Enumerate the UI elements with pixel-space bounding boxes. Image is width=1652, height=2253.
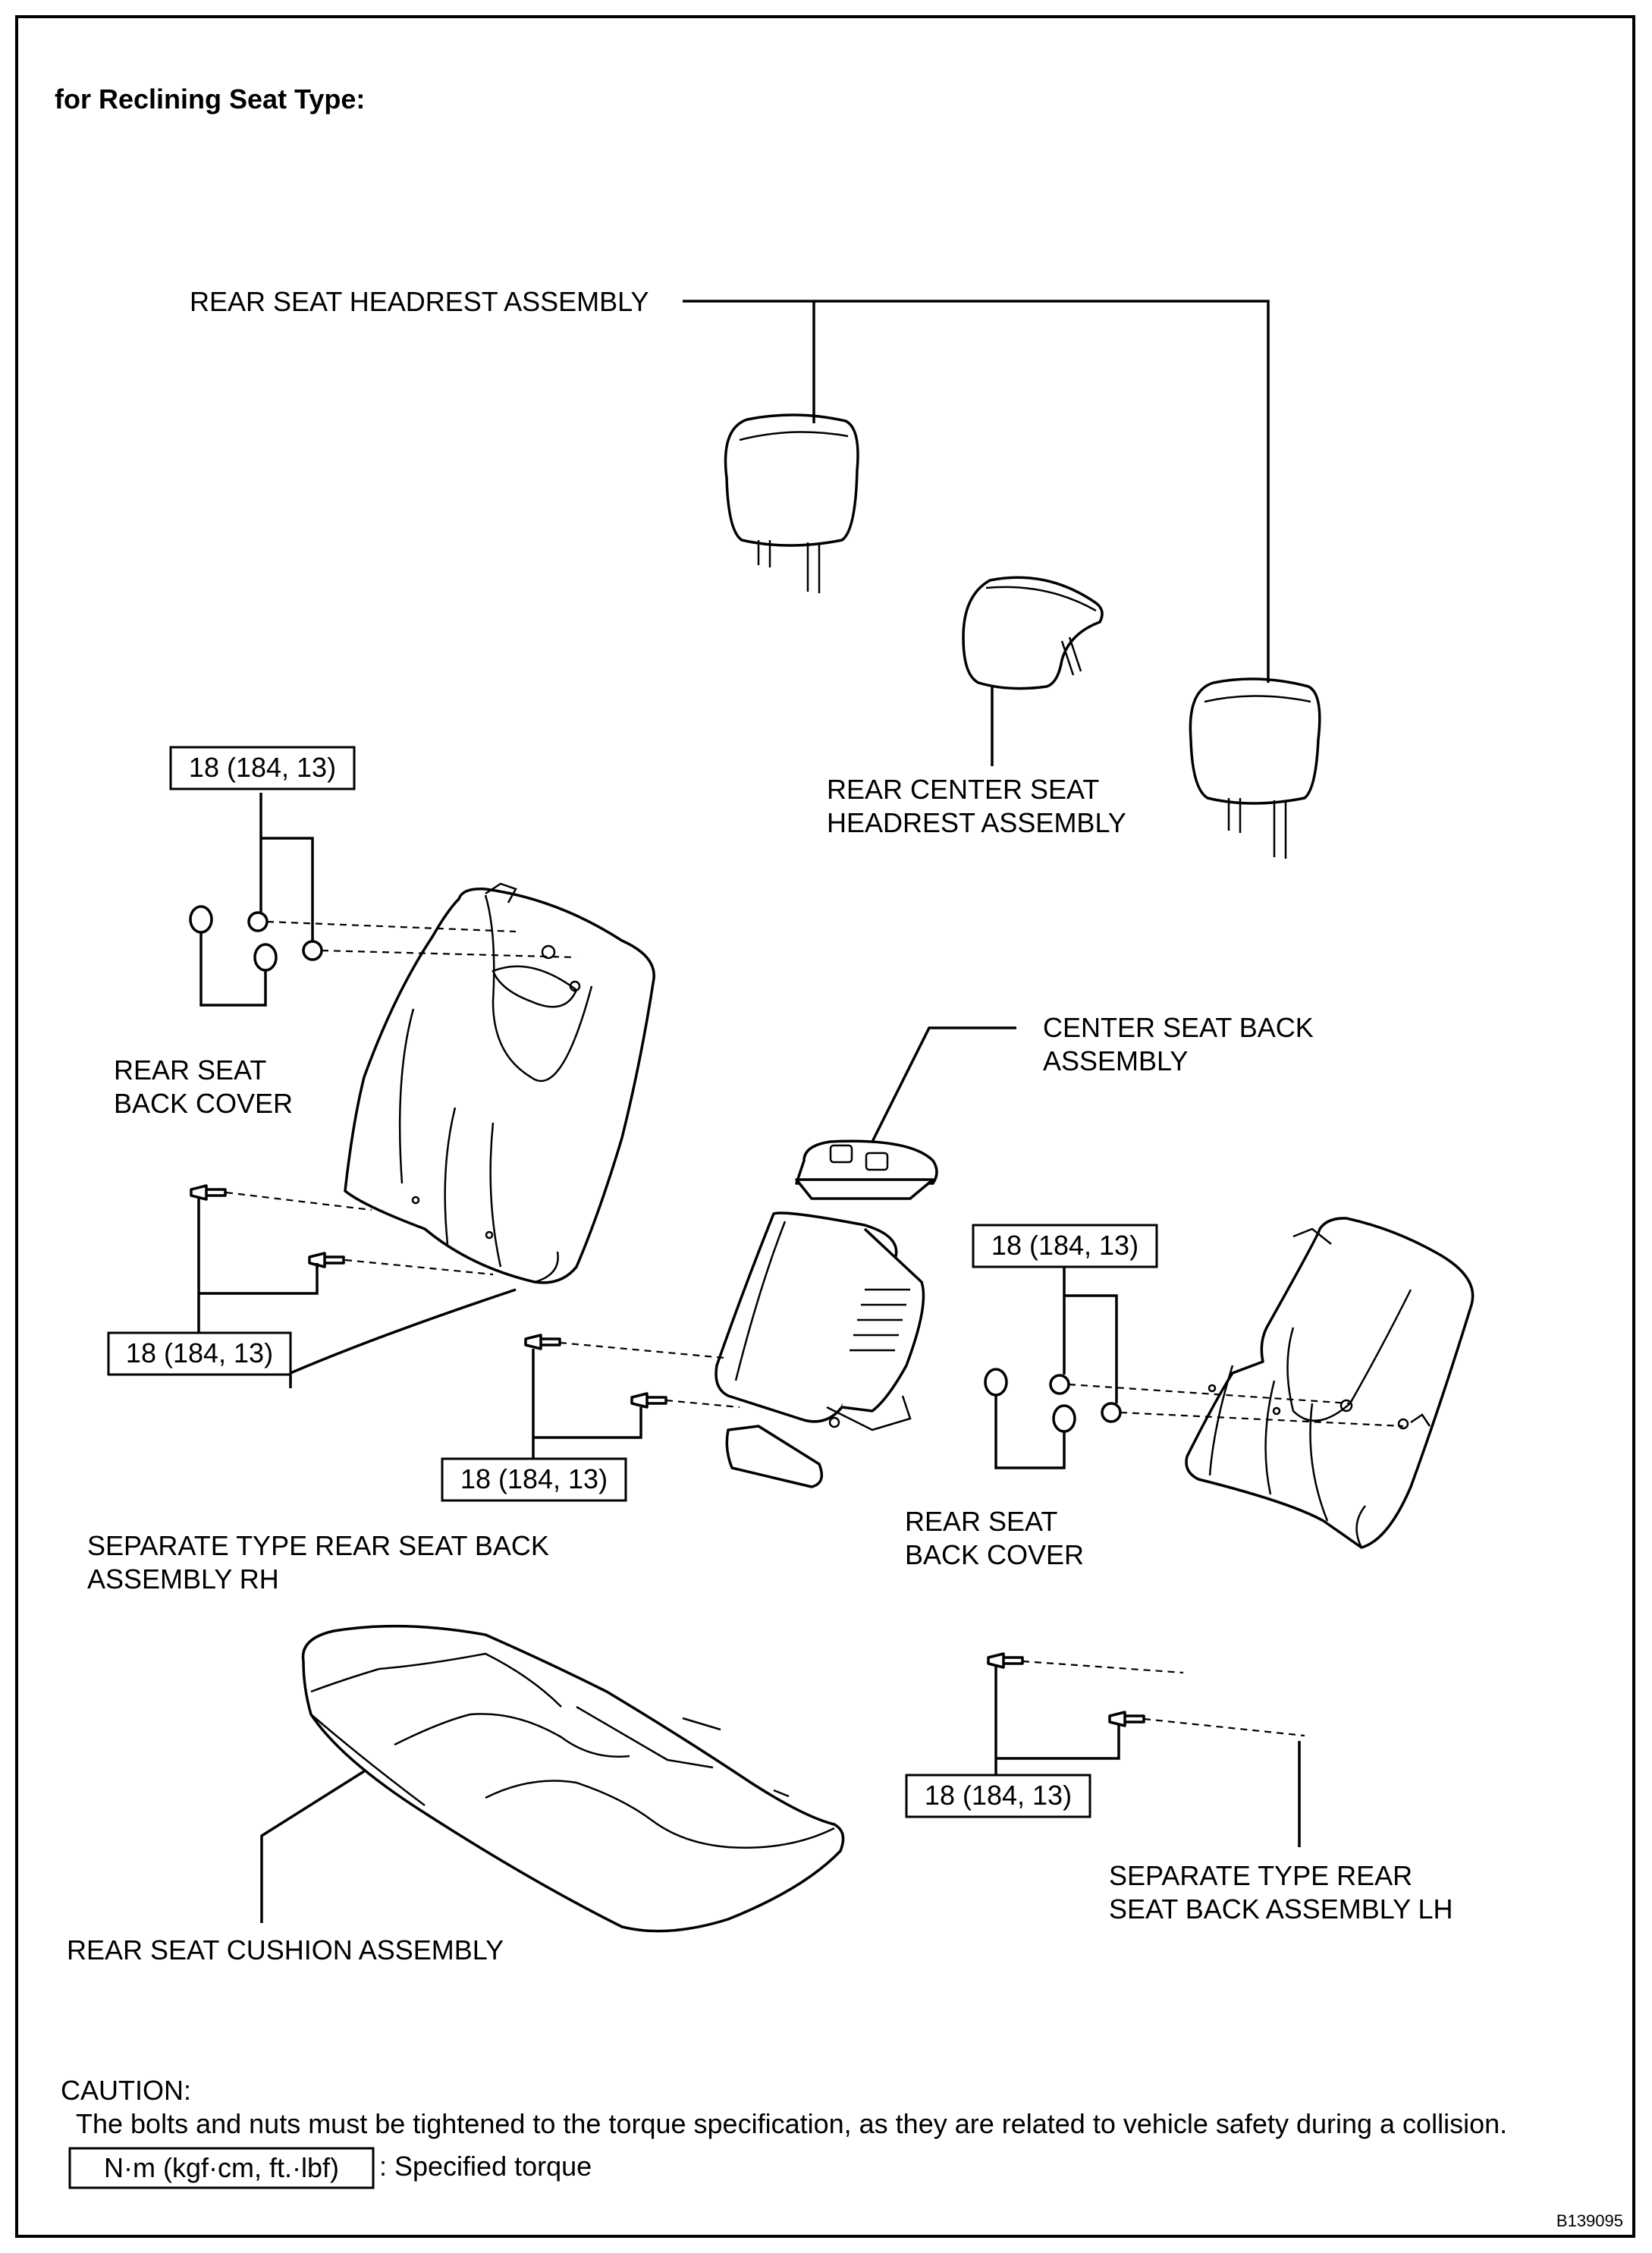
bolts-center <box>524 1334 667 1409</box>
label-headrest: REAR SEAT HEADREST ASSEMBLY <box>190 286 649 317</box>
nuts-rh-upper <box>247 911 323 961</box>
label-center-back-line1: CENTER SEAT BACK <box>1043 1012 1314 1043</box>
headrest-right <box>1189 677 1321 859</box>
label-center-headrest-line2: HEADREST ASSEMBLY <box>827 807 1126 838</box>
caution-text: The bolts and nuts must be tightened to … <box>76 2108 1507 2139</box>
label-lh-assembly-line1: SEPARATE TYPE REAR <box>1109 1860 1412 1891</box>
back-cover-caps-rh <box>189 905 278 972</box>
diagram-title: for Reclining Seat Type: <box>55 83 365 115</box>
figure-id: B139095 <box>1556 2211 1623 2230</box>
headrest-leader <box>683 300 1270 683</box>
cushion-leader <box>260 1770 365 1923</box>
bolts-lh-lower <box>987 1652 1145 1727</box>
torque-center: 18 (184, 13) <box>460 1463 608 1494</box>
seat-back-rh <box>344 882 655 1284</box>
label-center-back-line2: ASSEMBLY <box>1043 1045 1188 1076</box>
headrest-left <box>724 413 859 593</box>
label-rh-assembly-line1: SEPARATE TYPE REAR SEAT BACK <box>87 1530 549 1561</box>
label-rh-assembly-line2: ASSEMBLY RH <box>87 1563 279 1595</box>
torque-rh-upper: 18 (184, 13) <box>189 752 336 783</box>
diagram-frame <box>15 15 1635 2238</box>
caution-heading: CAUTION: <box>61 2075 191 2106</box>
back-cover-caps-lh <box>984 1368 1076 1433</box>
label-back-cover-lh-line2: BACK COVER <box>905 1539 1084 1570</box>
seat-back-lh <box>1185 1217 1475 1549</box>
label-lh-assembly-line2: SEAT BACK ASSEMBLY LH <box>1109 1893 1453 1925</box>
legend-text: : Specified torque <box>379 2151 592 2182</box>
center-back-leader <box>871 1026 1016 1142</box>
label-back-cover-rh-line1: REAR SEAT <box>114 1054 266 1086</box>
legend-torque-box: N·m (kgf·cm, ft.·lbf) <box>104 2152 339 2183</box>
torque-lh-upper: 18 (184, 13) <box>991 1230 1138 1261</box>
headrest-center <box>962 576 1104 690</box>
torque-lh-lower: 18 (184, 13) <box>925 1780 1072 1811</box>
label-back-cover-rh-line2: BACK COVER <box>114 1088 293 1119</box>
label-back-cover-lh-line1: REAR SEAT <box>905 1506 1057 1537</box>
label-cushion: REAR SEAT CUSHION ASSEMBLY <box>67 1934 504 1965</box>
nuts-lh-upper <box>1049 1374 1122 1423</box>
center-seat-back <box>715 1139 938 1488</box>
seat-cushion <box>301 1624 845 1933</box>
torque-rh-lower: 18 (184, 13) <box>126 1337 273 1368</box>
label-center-headrest-line1: REAR CENTER SEAT <box>827 774 1099 805</box>
